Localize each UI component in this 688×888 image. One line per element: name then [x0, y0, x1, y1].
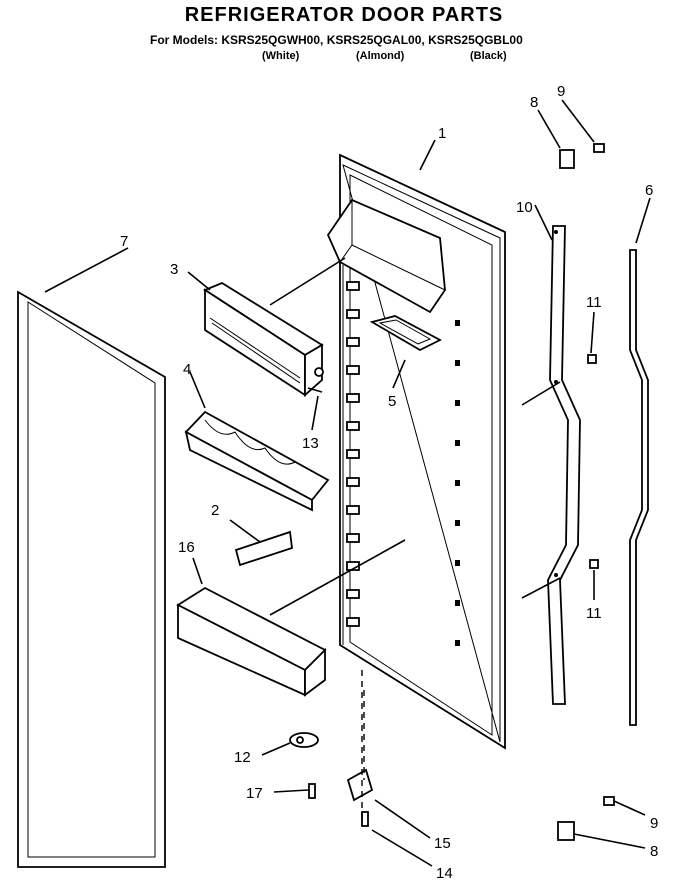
leader-lines: [44, 99, 651, 867]
screw-14: [361, 811, 369, 827]
callout-12: 12: [234, 749, 251, 766]
callout-8-top: 8: [530, 94, 538, 111]
door-gasket: [17, 290, 166, 868]
callout-13: 13: [302, 435, 319, 452]
callout-8-bottom: 8: [650, 843, 658, 860]
callout-3: 3: [170, 261, 178, 278]
callout-11-lower: 11: [586, 605, 602, 622]
right-rail-marks: [455, 320, 460, 646]
callout-14: 14: [436, 865, 453, 882]
screw-11-lower: [589, 559, 599, 569]
handle-trim: [629, 249, 649, 726]
callout-10: 10: [516, 199, 533, 216]
screw-17: [308, 783, 316, 799]
butter-door-pin: [307, 367, 324, 393]
callout-2: 2: [211, 502, 219, 519]
variant-white: (White): [262, 50, 300, 62]
hinge-cover-bottom: [557, 796, 615, 841]
door-liner: [326, 153, 506, 750]
hinge-cover-top: [559, 143, 605, 169]
model-list: For Models: KSRS25QGWH00, KSRS25QGAL00, …: [150, 33, 523, 47]
callout-11-upper: 11: [586, 294, 602, 311]
callout-16: 16: [178, 539, 195, 556]
callout-6: 6: [645, 182, 653, 199]
callout-7: 7: [120, 233, 128, 250]
egg-bin: [184, 410, 330, 512]
callout-4: 4: [183, 361, 191, 378]
butter-compartment: [203, 281, 324, 397]
egg-tray: [369, 315, 442, 352]
callout-17: 17: [246, 785, 263, 802]
hinge-block: [346, 768, 374, 802]
page-title: REFRIGERATOR DOOR PARTS: [184, 4, 504, 26]
callout-1: 1: [438, 125, 446, 142]
shelf-support-row: [346, 281, 360, 627]
screw-11-upper: [587, 354, 597, 364]
assembly-lines: [269, 257, 561, 820]
callout-15: 15: [434, 835, 451, 852]
handle-rail: [547, 225, 581, 705]
variant-black: (Black): [470, 50, 507, 62]
callout-5: 5: [388, 393, 396, 410]
door-bin: [176, 586, 327, 697]
variant-almond: (Almond): [356, 50, 405, 62]
callout-9-top: 9: [557, 83, 565, 100]
shelf-retainer: [234, 530, 293, 567]
callout-9-bottom: 9: [650, 815, 658, 832]
hinge-bracket: [289, 732, 319, 748]
